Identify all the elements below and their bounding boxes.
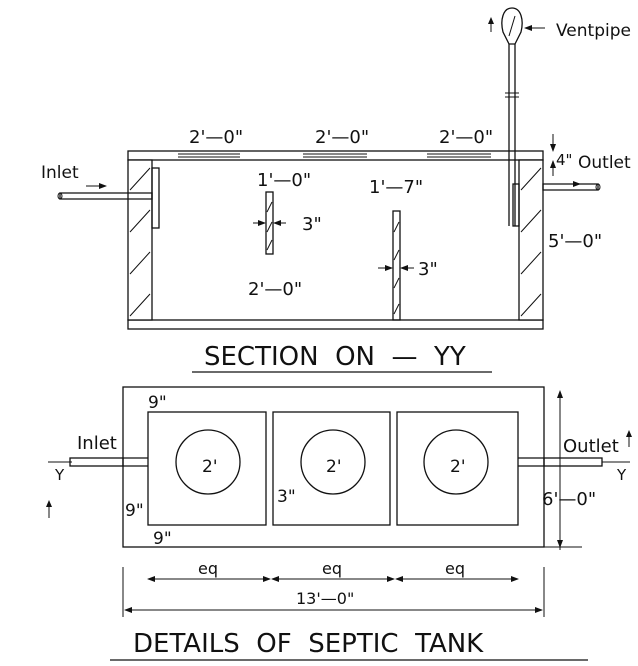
chamber-1-dim-label: eq bbox=[198, 559, 218, 578]
chamber-1 bbox=[147, 411, 267, 526]
partition-label: 3" bbox=[277, 487, 296, 507]
tank-outer-wall bbox=[122, 386, 545, 548]
length-label: 13'—0" bbox=[296, 589, 354, 608]
baffle-1 bbox=[265, 191, 274, 255]
manhole-2 bbox=[300, 429, 366, 495]
ventpipe-label: Ventpipe bbox=[556, 21, 631, 41]
manhole-3-label: 2' bbox=[450, 457, 466, 477]
base-slab bbox=[127, 319, 544, 330]
slab-thickness-label: 4" bbox=[556, 151, 572, 169]
baffle-2 bbox=[392, 210, 401, 321]
baffle-2-thickness-label: 3" bbox=[418, 259, 438, 280]
plan-title: DETAILS OF SEPTIC TANK bbox=[133, 629, 484, 659]
section-view: Ventpipe Inlet Outlet 4" 2'—0" 2'—0" 2'—… bbox=[41, 7, 631, 373]
section-marker-arrows bbox=[46, 430, 632, 518]
baffle-1-depth-label: 1'—0" bbox=[257, 170, 311, 191]
baffle-gap-label: 2'—0" bbox=[248, 279, 302, 300]
plan-outlet-pipe bbox=[518, 457, 630, 467]
slab-opening-2-label: 2'—0" bbox=[315, 127, 369, 148]
slab-openings bbox=[178, 152, 491, 159]
plan-inlet-label: Inlet bbox=[77, 433, 117, 454]
width-dimension bbox=[544, 390, 582, 550]
left-wall bbox=[127, 159, 153, 321]
manhole-3 bbox=[423, 429, 489, 495]
section-title: SECTION ON — YY bbox=[204, 342, 466, 372]
vent-pipe bbox=[501, 7, 523, 226]
cover-slab bbox=[127, 150, 544, 161]
chamber-3 bbox=[396, 411, 519, 526]
chamber-3-dim-label: eq bbox=[445, 559, 465, 578]
wall-top-label: 9" bbox=[148, 393, 167, 413]
plan-inlet-pipe bbox=[48, 457, 148, 467]
section-dimension-lines bbox=[86, 17, 581, 271]
baffle-1-thickness-label: 3" bbox=[302, 214, 322, 235]
outlet-label: Outlet bbox=[578, 153, 631, 173]
manhole-1 bbox=[175, 429, 241, 495]
slab-opening-3-label: 2'—0" bbox=[439, 127, 493, 148]
tank-depth-label: 5'—0" bbox=[548, 231, 602, 252]
length-dimensions bbox=[122, 567, 545, 617]
plan-outlet-label: Outlet bbox=[563, 436, 619, 457]
wall-left-label: 9" bbox=[125, 501, 144, 521]
inlet-label: Inlet bbox=[41, 163, 79, 183]
plan-view: Inlet Outlet Y Y 9" 9" 9" 3" 6'—0" 2' 2'… bbox=[46, 386, 632, 661]
section-mark-right: Y bbox=[616, 466, 627, 484]
slab-opening-1-label: 2'—0" bbox=[189, 127, 243, 148]
chamber-2 bbox=[272, 411, 391, 526]
right-wall bbox=[518, 159, 544, 321]
manhole-1-label: 2' bbox=[202, 457, 218, 477]
inlet-pipe bbox=[57, 167, 160, 229]
width-label: 6'—0" bbox=[542, 489, 596, 510]
section-mark-left: Y bbox=[54, 466, 65, 484]
chamber-2-dim-label: eq bbox=[322, 559, 342, 578]
wall-bottom-label: 9" bbox=[153, 529, 172, 549]
baffle-2-depth-label: 1'—7" bbox=[369, 177, 423, 198]
manhole-2-label: 2' bbox=[326, 457, 342, 477]
